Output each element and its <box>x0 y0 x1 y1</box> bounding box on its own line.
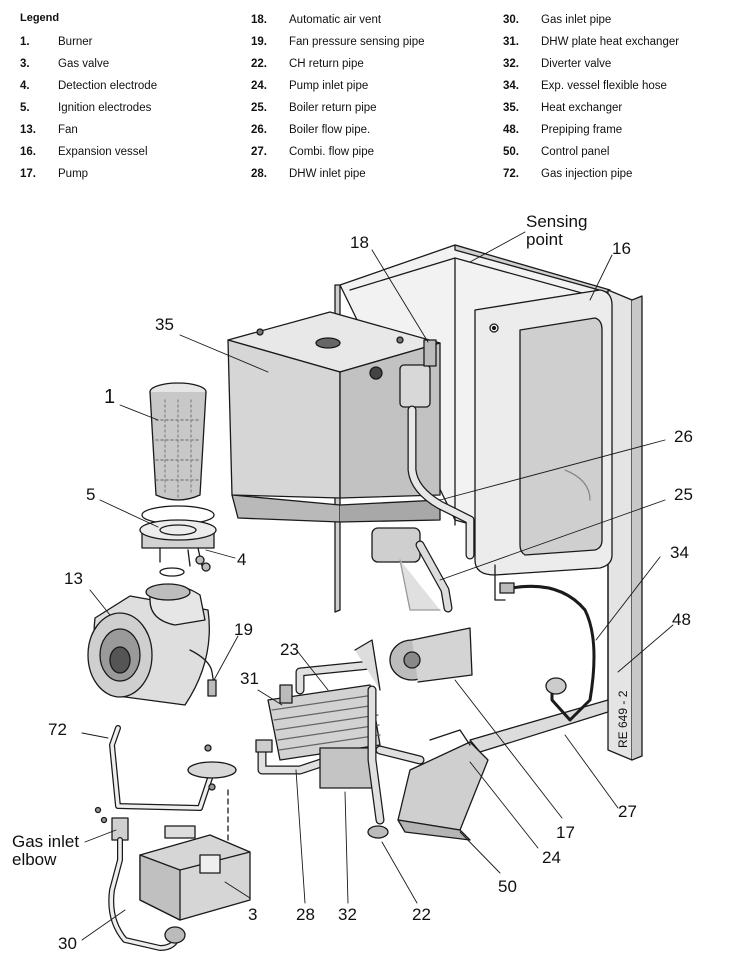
legend-item-label: Gas valve <box>58 58 110 70</box>
legend-item-label: DHW plate heat exchanger <box>541 36 680 48</box>
legend-item-number: 72. <box>503 168 519 180</box>
callout-25: 25 <box>674 485 693 504</box>
legend-item-label: Diverter valve <box>541 58 612 70</box>
legend-item-label: Detection electrode <box>58 80 158 92</box>
callout-32: 32 <box>338 905 357 924</box>
callout-26: 26 <box>674 427 693 446</box>
legend-item-label: Gas injection pipe <box>541 168 633 180</box>
callout-24: 24 <box>542 848 561 867</box>
callout-35: 35 <box>155 315 174 334</box>
legend-item-number: 31. <box>503 36 519 48</box>
gas-valve <box>139 825 251 921</box>
legend-item-number: 13. <box>20 124 36 136</box>
callout-gas-inlet-elbow: Gas inlet elbow <box>12 832 80 869</box>
legend-item-number: 25. <box>251 102 267 114</box>
legend-item-number: 18. <box>251 14 267 26</box>
callout-50: 50 <box>498 877 517 896</box>
boiler-return-pipe <box>371 527 453 613</box>
gas-injection-pipe <box>109 725 237 843</box>
legend-item-number: 3. <box>20 58 30 70</box>
legend-item-number: 5. <box>20 102 30 114</box>
boiler-exploded-drawing <box>81 231 674 951</box>
fan <box>87 583 217 706</box>
callout-34: 34 <box>670 543 689 562</box>
legend-item-label: Expansion vessel <box>58 146 148 158</box>
legend-item-label: Fan pressure sensing pipe <box>289 36 425 48</box>
burner-plate-electrodes <box>139 505 217 577</box>
callout-1: 1 <box>104 386 116 408</box>
legend-item-label: Boiler flow pipe. <box>289 124 371 136</box>
expansion-vessel-hose <box>499 582 596 722</box>
hydraulic-pipework <box>255 660 425 839</box>
legend-item-label: Pump inlet pipe <box>289 80 369 92</box>
legend-item-number: 30. <box>503 14 519 26</box>
legend-item-label: Burner <box>58 36 93 48</box>
legend-item-number: 19. <box>251 36 267 48</box>
callout-30: 30 <box>58 934 77 953</box>
legend-item-number: 50. <box>503 146 519 158</box>
legend-item-number: 28. <box>251 168 267 180</box>
callout-16: 16 <box>612 239 631 258</box>
callout-sensing-point: Sensing point <box>526 212 588 249</box>
callout-31: 31 <box>240 669 259 688</box>
legend-item-label: Ignition electrodes <box>58 102 152 114</box>
plate-heat-exchanger <box>267 684 381 761</box>
leader-lines <box>81 231 674 941</box>
legend-item-label: Exp. vessel flexible hose <box>541 80 667 92</box>
pump <box>354 627 473 691</box>
callout-5: 5 <box>86 485 96 504</box>
legend-item-number: 35. <box>503 102 519 114</box>
legend-item-label: Heat exchanger <box>541 102 623 114</box>
callout-18: 18 <box>350 233 369 252</box>
legend-item-number: 24. <box>251 80 267 92</box>
callout-22: 22 <box>412 905 431 924</box>
drawing-reference: RE 649 - 2 <box>616 690 630 748</box>
legend-item-number: 17. <box>20 168 36 180</box>
legend-item-label: DHW inlet pipe <box>289 168 366 180</box>
legend-item-label: Control panel <box>541 146 610 158</box>
callout-23: 23 <box>280 640 299 659</box>
legend-item-label: CH return pipe <box>289 58 364 70</box>
legend-item-number: 48. <box>503 124 519 136</box>
callout-48: 48 <box>672 610 691 629</box>
air-vent-and-flow-pipe <box>399 339 475 560</box>
prepiping-frame <box>469 289 643 761</box>
legend-item-number: 1. <box>20 36 30 48</box>
legend-item-label: Gas inlet pipe <box>541 14 612 26</box>
legend-item-label: Combi. flow pipe <box>289 146 375 158</box>
legend-item-number: 22. <box>251 58 267 70</box>
legend-item-number: 4. <box>20 80 30 92</box>
legend-item-number: 32. <box>503 58 519 70</box>
callout-27: 27 <box>618 802 637 821</box>
legend-item-number: 26. <box>251 124 267 136</box>
legend-item-number: 27. <box>251 146 267 158</box>
legend-title: Legend <box>20 12 60 24</box>
callout-3: 3 <box>248 905 258 924</box>
legend-item-number: 34. <box>503 80 519 92</box>
gas-inlet-pipe <box>94 806 186 951</box>
callout-72: 72 <box>48 720 67 739</box>
expansion-vessel <box>474 289 613 601</box>
legend-item-label: Prepiping frame <box>541 124 623 136</box>
control-panel <box>397 729 489 841</box>
legend-item-label: Pump <box>58 168 89 180</box>
legend-item-label: Boiler return pipe <box>289 102 377 114</box>
legend-item-label: Fan <box>58 124 78 136</box>
burner <box>149 382 207 501</box>
callout-17: 17 <box>556 823 575 842</box>
legend-item-label: Automatic air vent <box>289 14 382 26</box>
legend-item-number: 16. <box>20 146 36 158</box>
callout-4: 4 <box>237 550 247 569</box>
callout-19: 19 <box>234 620 253 639</box>
callout-13: 13 <box>64 569 83 588</box>
callout-28: 28 <box>296 905 315 924</box>
